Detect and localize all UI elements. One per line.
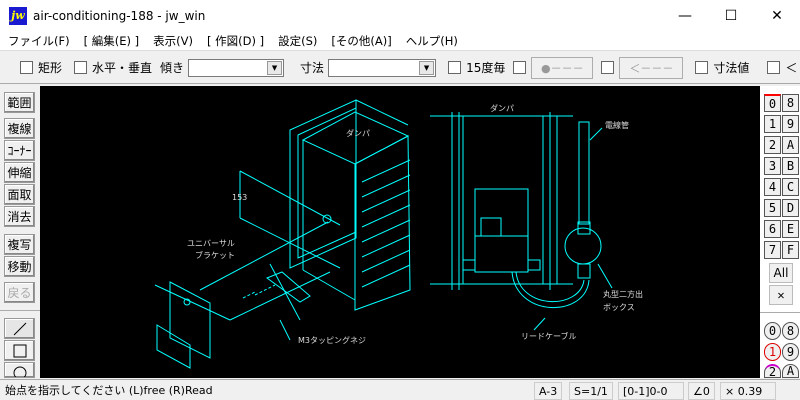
label-bracket-2: ブラケット: [195, 250, 235, 260]
chevron-down-icon[interactable]: ▼: [267, 60, 283, 75]
group-1[interactable]: 1: [764, 343, 781, 361]
layer-8[interactable]: 8: [782, 94, 799, 112]
scale[interactable]: S=1/1: [569, 382, 613, 400]
minimize-button[interactable]: —: [678, 7, 692, 24]
layer-2[interactable]: 2: [764, 136, 781, 154]
window-title: air-conditioning-188 - jw_win: [33, 8, 206, 23]
menu-help[interactable]: ヘルプ(H): [405, 33, 458, 48]
paper-size[interactable]: A-3: [534, 382, 563, 400]
deg15-checkbox[interactable]: [448, 61, 462, 74]
drawing-canvas[interactable]: ダンパ 153 ユニバーサル ブラケット M3タッピングネジ ダンパ 電線管 丸…: [40, 86, 760, 378]
layer-3[interactable]: 3: [764, 157, 781, 175]
tilt-combo[interactable]: ▼: [188, 58, 285, 77]
label-damper-front: ダンパ: [490, 103, 514, 113]
title-bar: jw air-conditioning-188 - jw_win — ☐ ✕: [0, 0, 800, 31]
maximize-button[interactable]: ☐: [724, 7, 738, 24]
lt-label: ＜: [785, 61, 798, 75]
label-dim-153: 153: [232, 193, 247, 202]
dim-combo[interactable]: ▼: [328, 58, 437, 77]
status-bar: 始点を指示してください (L)free (R)Read A-3 S=1/1 [0…: [0, 379, 800, 400]
dimval-checkbox[interactable]: [695, 61, 709, 74]
deg15-label: 15度毎: [466, 61, 506, 75]
group-0[interactable]: 0: [764, 322, 781, 340]
tool-chamfer[interactable]: 面取: [4, 184, 35, 205]
group-9[interactable]: 9: [782, 343, 799, 361]
group-8[interactable]: 8: [782, 322, 799, 340]
tool-offset[interactable]: 複線: [4, 118, 35, 139]
layer-a[interactable]: A: [782, 136, 799, 154]
layer-all-button[interactable]: All: [769, 263, 793, 283]
layer-b[interactable]: B: [782, 157, 799, 175]
dim-label: 寸法: [300, 61, 325, 75]
dot-line-button[interactable]: ●－－－: [531, 56, 594, 79]
arrow-line-button[interactable]: ＜－－－: [619, 56, 684, 79]
label-screw: M3タッピングネジ: [298, 335, 366, 345]
label-conduit: 電線管: [605, 120, 629, 130]
layer-1[interactable]: 1: [764, 115, 781, 133]
current-layer[interactable]: [0-1]0-0: [618, 382, 684, 400]
group-2[interactable]: 2: [764, 364, 781, 379]
circle-tool[interactable]: [4, 362, 35, 378]
dimval-label: 寸法値: [713, 61, 750, 75]
close-button[interactable]: ✕: [771, 7, 783, 24]
rect-checkbox[interactable]: [20, 61, 33, 74]
menu-file[interactable]: ファイル(F): [8, 33, 70, 48]
arrow-checkbox[interactable]: [601, 61, 615, 74]
layer-0[interactable]: 0: [764, 94, 781, 112]
layer-panel: 0 8 1 9 2 A 3 B 4 C 5 D 6 E 7 F All ✕ 0 …: [760, 86, 800, 379]
hv-checkbox[interactable]: [74, 61, 88, 74]
label-cable: リードケーブル: [521, 331, 577, 341]
layer-9[interactable]: 9: [782, 115, 799, 133]
menu-draw[interactable]: [ 作図(D) ]: [206, 33, 265, 48]
label-damper-iso: ダンパ: [346, 128, 370, 138]
rectangle-icon: [13, 344, 26, 357]
tool-stretch[interactable]: 伸縮: [4, 162, 35, 183]
menu-edit[interactable]: [ 編集(E) ]: [83, 33, 140, 48]
rect-tool[interactable]: [4, 340, 35, 361]
tool-move[interactable]: 移動: [4, 256, 35, 277]
hv-label: 水平・垂直: [92, 61, 153, 75]
layer-e[interactable]: E: [782, 220, 799, 238]
layer-f[interactable]: F: [782, 241, 799, 259]
lt-checkbox[interactable]: [767, 61, 781, 74]
menu-settings[interactable]: 設定(S): [278, 33, 318, 48]
menu-view[interactable]: 表示(V): [153, 33, 193, 48]
layer-7[interactable]: 7: [764, 241, 781, 259]
layer-4[interactable]: 4: [764, 178, 781, 196]
layer-6[interactable]: 6: [764, 220, 781, 238]
divider: [0, 310, 40, 311]
cad-drawing: ダンパ 153 ユニバーサル ブラケット M3タッピングネジ ダンパ 電線管 丸…: [154, 99, 643, 369]
label-box-2: ボックス: [603, 303, 635, 312]
layer-clear-button[interactable]: ✕: [769, 285, 793, 305]
tilt-label: 傾き: [160, 61, 185, 75]
label-box-1: 丸型二方出: [603, 289, 643, 299]
toolbar: 矩形 水平・垂直 傾き ▼ 寸法 ▼ 15度毎 ●－－－ ＜－－－ 寸法値 ＜: [0, 52, 800, 84]
left-tool-panel: 範囲 複線 ｺｰﾅｰ 伸縮 面取 消去 複写 移動 戻る: [0, 86, 40, 378]
chevron-down-icon[interactable]: ▼: [419, 60, 435, 75]
tool-erase[interactable]: 消去: [4, 206, 35, 227]
menu-bar: ファイル(F) [ 編集(E) ] 表示(V) [ 作図(D) ] 設定(S) …: [0, 31, 800, 51]
group-a[interactable]: A: [782, 364, 799, 378]
layer-d[interactable]: D: [782, 199, 799, 217]
zoom-level[interactable]: × 0.39: [720, 382, 776, 400]
menu-other[interactable]: [その他(A)]: [331, 33, 392, 48]
tool-undo[interactable]: 戻る: [4, 282, 35, 303]
damper-front: [430, 112, 613, 331]
tool-copy[interactable]: 複写: [4, 234, 35, 255]
divider: [760, 312, 800, 313]
label-bracket-1: ユニバーサル: [187, 239, 235, 248]
line-tool[interactable]: [4, 318, 35, 339]
dot-checkbox[interactable]: [513, 61, 527, 74]
rect-label: 矩形: [38, 61, 63, 75]
circle-icon: [13, 366, 26, 377]
damper-iso: [154, 99, 411, 369]
status-message: 始点を指示してください (L)free (R)Read: [5, 384, 213, 397]
tool-range[interactable]: 範囲: [4, 92, 35, 113]
tool-corner[interactable]: ｺｰﾅｰ: [4, 140, 35, 161]
layer-c[interactable]: C: [782, 178, 799, 196]
app-logo-icon: jw: [9, 6, 27, 25]
layer-5[interactable]: 5: [764, 199, 781, 217]
angle[interactable]: ∠0: [688, 382, 715, 400]
line-icon: [13, 322, 26, 335]
